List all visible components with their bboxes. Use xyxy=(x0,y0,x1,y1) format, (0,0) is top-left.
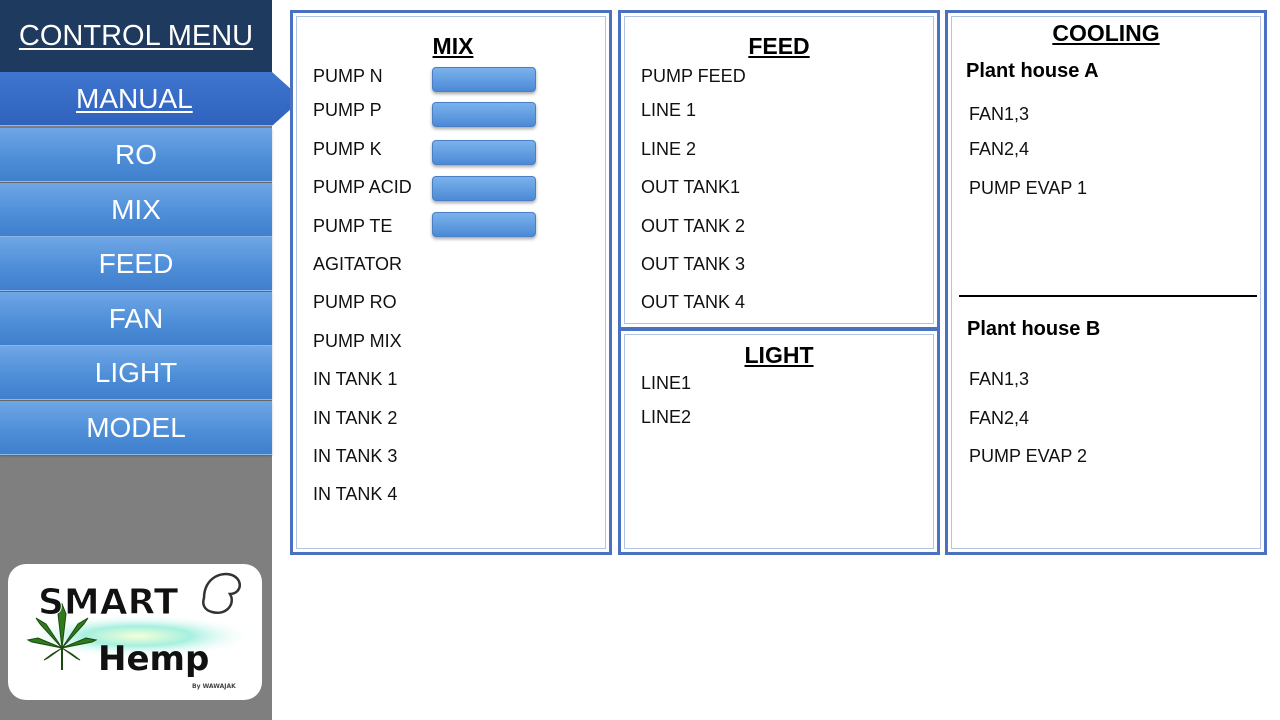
nav-item-manual[interactable]: MANUAL xyxy=(0,72,302,126)
smart-hemp-logo: SMART Hemp By WAWAJAK xyxy=(8,564,262,700)
mix-panel: MIX PUMP N PUMP P PUMP K PUMP ACID PUMP … xyxy=(290,10,612,555)
mix-label-pump-mix: PUMP MIX xyxy=(313,331,402,351)
mix-label-in-tank-4: IN TANK 4 xyxy=(313,484,398,504)
cooling-panel: COOLING Plant house A FAN1,3 FAN2,4 PUMP… xyxy=(945,10,1267,555)
feed-label-pump-feed: PUMP FEED xyxy=(641,66,746,86)
mix-label-pump-te: PUMP TE xyxy=(313,216,393,236)
cooling-divider xyxy=(959,295,1257,297)
house-b-label-fan24: FAN2,4 xyxy=(969,408,1030,428)
nav-item-fan[interactable]: FAN xyxy=(0,292,272,346)
feed-label-out-tank-3: OUT TANK 3 xyxy=(641,254,746,274)
house-a-label-fan13: FAN1,3 xyxy=(969,104,1030,124)
mix-label-in-tank-3: IN TANK 3 xyxy=(313,446,398,466)
mix-label-pump-n: PUMP N xyxy=(313,66,383,86)
logo-byline: By WAWAJAK xyxy=(192,683,236,690)
nav-item-mix[interactable]: MIX xyxy=(0,183,272,237)
logo-graphic: SMART Hemp By WAWAJAK xyxy=(20,572,256,690)
sidebar: CONTROL MENU MANUAL RO MIX FEED FAN LIGH… xyxy=(0,0,302,720)
nav-item-model[interactable]: MODEL xyxy=(0,401,272,455)
light-label-line2: LINE2 xyxy=(641,407,692,427)
nav-item-feed[interactable]: FEED xyxy=(0,237,272,291)
cooling-title: COOLING xyxy=(1052,20,1160,46)
mix-label-in-tank-1: IN TANK 1 xyxy=(313,369,398,389)
plant-house-b-title: Plant house B xyxy=(967,318,1101,340)
mix-title: MIX xyxy=(432,33,474,59)
feed-title: FEED xyxy=(748,33,810,59)
mix-label-pump-k: PUMP K xyxy=(313,139,382,159)
mix-label-agitator: AGITATOR xyxy=(313,254,403,274)
pump-p-button[interactable] xyxy=(432,102,536,127)
house-a-label-fan24: FAN2,4 xyxy=(969,139,1030,159)
control-menu-title: CONTROL MENU xyxy=(0,0,272,72)
house-a-label-pump-evap-1: PUMP EVAP 1 xyxy=(969,178,1088,198)
light-panel: LIGHT LINE1 LINE2 xyxy=(618,328,940,555)
feed-label-out-tank-4: OUT TANK 4 xyxy=(641,292,746,312)
mix-label-pump-ro: PUMP RO xyxy=(313,292,397,312)
pump-te-button[interactable] xyxy=(432,212,536,237)
mix-label-in-tank-2: IN TANK 2 xyxy=(313,408,398,428)
mix-label-pump-p: PUMP P xyxy=(313,100,382,120)
nav-item-ro[interactable]: RO xyxy=(0,128,272,182)
feed-label-out-tank-1: OUT TANK1 xyxy=(641,177,741,197)
logo-smart-text: SMART xyxy=(38,582,179,623)
feed-label-line-2: LINE 2 xyxy=(641,139,697,159)
light-title: LIGHT xyxy=(744,342,814,368)
house-b-label-fan13: FAN1,3 xyxy=(969,369,1030,389)
mix-label-pump-acid: PUMP ACID xyxy=(313,177,412,197)
pump-k-button[interactable] xyxy=(432,140,536,165)
pump-n-button[interactable] xyxy=(432,67,536,92)
light-label-line1: LINE1 xyxy=(641,373,692,393)
house-b-label-pump-evap-2: PUMP EVAP 2 xyxy=(969,446,1088,466)
feed-label-out-tank-2: OUT TANK 2 xyxy=(641,216,746,236)
feed-panel: FEED PUMP FEED LINE 1 LINE 2 OUT TANK1 O… xyxy=(618,10,940,330)
pump-acid-button[interactable] xyxy=(432,176,536,201)
feed-label-line-1: LINE 1 xyxy=(641,100,697,120)
plant-house-a-title: Plant house A xyxy=(966,60,1099,82)
logo-hemp-text: Hemp xyxy=(98,639,209,679)
nav-item-light[interactable]: LIGHT xyxy=(0,346,272,400)
